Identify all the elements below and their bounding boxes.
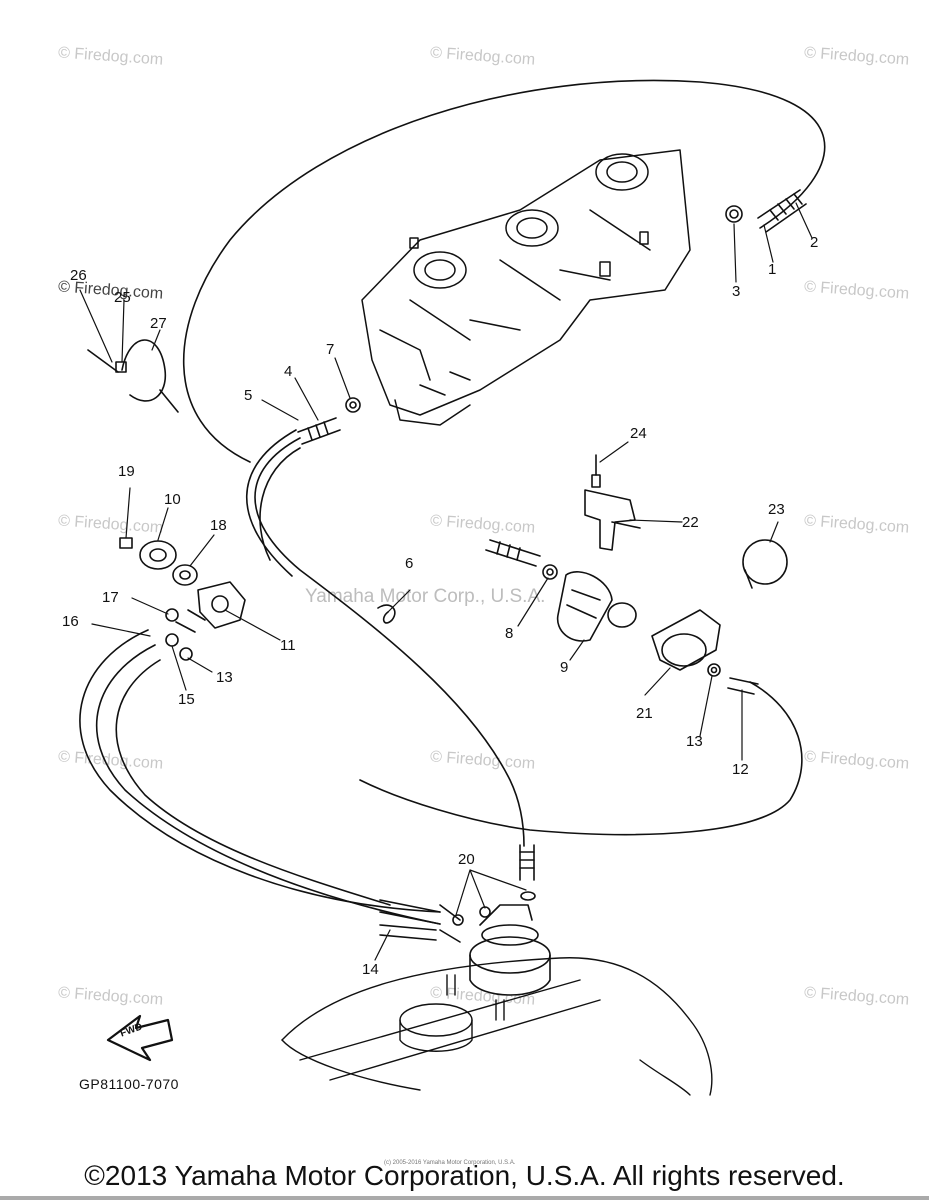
label-23: 23 [768, 501, 785, 518]
leader-lines [79, 202, 813, 961]
hose-4-5 [297, 417, 341, 445]
clip-3 [725, 205, 743, 223]
clip-8 [542, 564, 558, 580]
hose-12-end [727, 677, 759, 695]
carburetor-assembly [361, 149, 691, 426]
seal-18 [172, 564, 198, 586]
hose-loop-top [182, 79, 826, 463]
copyright-notice: ©2013 Yamaha Motor Corporation, U.S.A. A… [84, 1160, 845, 1191]
label-24: 24 [630, 425, 647, 442]
screw-19 [119, 537, 133, 549]
label-10: 10 [164, 491, 181, 508]
label-14: 14 [362, 961, 379, 978]
fuel-tank [281, 957, 713, 1096]
clip-15 [165, 633, 179, 647]
band-25-27 [87, 339, 179, 413]
label-9: 9 [560, 659, 569, 676]
label-25: 25 [114, 289, 131, 306]
label-2: 2 [810, 234, 819, 251]
clip-7 [345, 397, 361, 413]
label-21: 21 [636, 705, 653, 722]
hose-end-8 [485, 539, 541, 567]
label-8: 8 [505, 625, 514, 642]
bottom-divider [0, 1196, 929, 1200]
clip-13-right [707, 663, 721, 677]
label-5: 5 [244, 387, 253, 404]
tiny-copyright: (c) 2005-2016 Yamaha Motor Corporation, … [384, 1160, 516, 1166]
fwd-arrow-icon [106, 1014, 174, 1062]
label-19: 19 [118, 463, 135, 480]
label-18: 18 [210, 517, 227, 534]
label-11: 11 [280, 637, 296, 654]
holder-21 [651, 609, 721, 671]
label-27: 27 [150, 315, 167, 332]
label-15: 15 [178, 691, 195, 708]
label-20: 20 [458, 851, 475, 868]
tank-fitting [439, 844, 551, 996]
label-22: 22 [682, 514, 699, 531]
fuel-cock-11 [175, 581, 246, 633]
label-16: 16 [62, 613, 79, 630]
label-6: 6 [405, 555, 414, 572]
label-4: 4 [284, 363, 293, 380]
hose-14-ends [379, 899, 441, 941]
hose-main-2 [246, 429, 297, 577]
clip-17 [165, 608, 179, 622]
clip-13-left [179, 647, 193, 661]
label-12: 12 [732, 761, 749, 778]
hose-16-b [95, 644, 441, 925]
hose-16-c [115, 659, 391, 906]
bolt-24 [591, 454, 601, 488]
clamp-23 [742, 539, 788, 589]
label-17: 17 [102, 589, 119, 606]
label-3: 3 [732, 283, 741, 300]
label-13-left: 13 [216, 669, 233, 686]
label-1: 1 [768, 261, 777, 278]
label-26: 26 [70, 267, 87, 284]
knob-10 [139, 540, 177, 570]
hose-16-a [79, 629, 441, 913]
hose-12 [359, 681, 803, 836]
hose-1-2 [757, 189, 807, 233]
center-watermark: Yamaha Motor Corp., U.S.A. [305, 586, 546, 607]
clip-6 [377, 604, 396, 624]
bracket-22 [584, 489, 641, 551]
label-7: 7 [326, 341, 335, 358]
fuel-filter-9 [556, 571, 637, 642]
label-13-right: 13 [686, 733, 703, 750]
part-code: GP81100-7070 [79, 1076, 179, 1092]
hose-main [254, 437, 525, 847]
